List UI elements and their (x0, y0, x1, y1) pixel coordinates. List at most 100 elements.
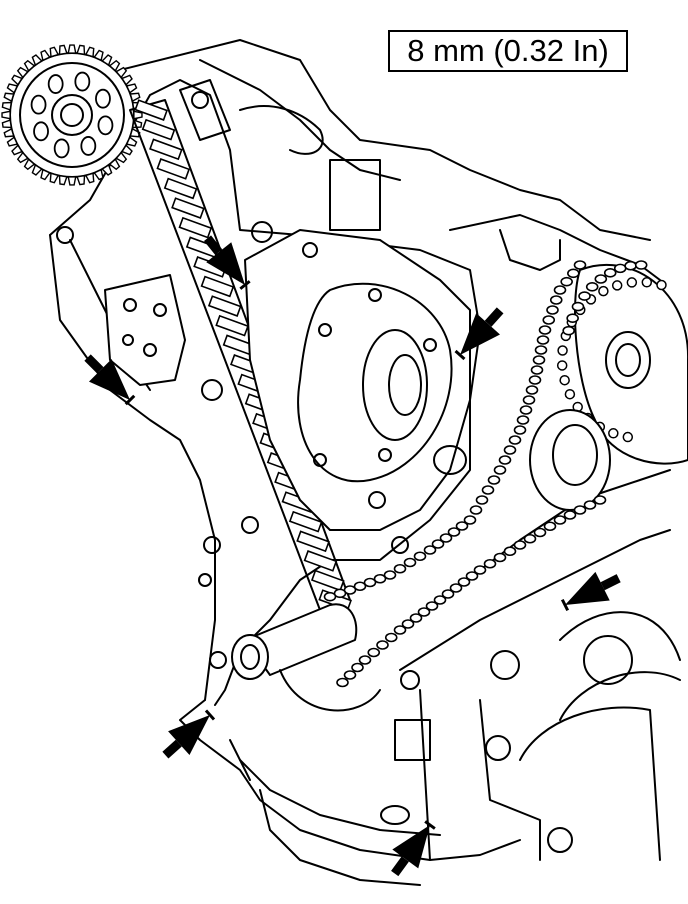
guide-link (303, 550, 338, 572)
sprocket-hole (30, 94, 47, 115)
chain-link (433, 595, 447, 605)
sprocket-tooth (101, 164, 113, 176)
mount-bolt (547, 827, 573, 853)
sprocket-tooth (11, 74, 23, 86)
center-cover-plate (244, 229, 471, 531)
sprocket-tooth (49, 172, 60, 184)
sprocket-tooth (11, 144, 23, 156)
chain-link (431, 539, 445, 549)
sprocket-tooth (6, 136, 19, 147)
pointer-arrow-icon (168, 715, 210, 755)
chain-link (513, 540, 527, 550)
sprocket-tooth (115, 66, 128, 79)
chain-link (585, 282, 599, 292)
cover-plate-seal-inner (388, 354, 422, 416)
sprocket-hole (80, 136, 97, 156)
chain-link (542, 315, 556, 325)
chain-link (553, 285, 567, 295)
idler-outer (529, 409, 611, 511)
arrow-shaft (600, 574, 621, 591)
chain-link (469, 505, 483, 515)
sprocket-tooth (108, 158, 121, 171)
arrow-target-mark (124, 394, 136, 406)
sprocket-hole (53, 138, 70, 159)
arrow-bottom (391, 820, 436, 877)
chain-link (455, 521, 469, 531)
pulley-boss (490, 650, 520, 680)
pump-bolt (123, 298, 137, 312)
cylinder-head-top-edge (119, 39, 651, 241)
chain-link (533, 527, 547, 538)
sprocket-hole (33, 121, 49, 142)
chain-link (498, 455, 512, 465)
sprocket-tooth (58, 174, 68, 186)
crank-snout-body (244, 603, 358, 676)
chain-link (475, 495, 489, 505)
cover-bolt (378, 448, 392, 462)
pump-bolt (143, 343, 157, 357)
chain-link (503, 546, 517, 557)
chain-link (560, 276, 573, 287)
cover-bolt (302, 242, 318, 258)
tensioner-bolt (400, 670, 420, 690)
crank-sprocket-arc (279, 669, 381, 712)
guide-upper-mount (179, 79, 231, 141)
chain-link (508, 435, 522, 445)
sprocket-tooth (3, 92, 15, 103)
guide-link (215, 314, 249, 337)
crank-snout-end (231, 634, 269, 680)
idler-bolt (433, 445, 467, 475)
chain-link (553, 515, 567, 525)
oil-pan-outline (179, 699, 521, 861)
oil-pump-plate (56, 221, 273, 669)
chain-link (634, 260, 648, 270)
sprocket-tooth (76, 174, 86, 186)
sprocket-tooth (129, 92, 141, 103)
chain-link (403, 557, 417, 568)
guide-link (296, 530, 330, 553)
chain-link (503, 445, 517, 455)
pointer-arrow-icon (460, 313, 500, 355)
arrow-target-mark (204, 709, 216, 721)
sprocket-holes (30, 71, 114, 159)
sprocket-tooth (133, 110, 143, 120)
chain-link (546, 305, 559, 315)
chain-link (367, 647, 381, 658)
cover-bolt (318, 323, 332, 337)
sprocket-tooth (1, 101, 13, 111)
dimension-label: 8 mm (0.32 In) (407, 33, 609, 68)
sprocket-tooth (31, 54, 43, 66)
sprocket-tooth (1, 119, 13, 129)
sprocket-tooth (125, 83, 138, 94)
chain-link (423, 545, 437, 555)
block-bolt (209, 651, 227, 669)
chain-link (487, 475, 501, 485)
arrow-target-mark (560, 598, 570, 612)
dowel-pin (391, 536, 409, 554)
chain-link (536, 335, 550, 345)
mount-bracket (479, 699, 541, 861)
chain-link (519, 405, 533, 415)
chain-link (583, 500, 597, 510)
engine-block (49, 39, 681, 886)
chain-link (463, 515, 477, 525)
arrow-target-mark (424, 820, 436, 830)
sprocket-tooth (84, 46, 95, 58)
chain-link (603, 268, 617, 278)
sprocket-hub (51, 94, 93, 136)
cylinder-head-inner-edge (199, 59, 401, 181)
sprocket-tooth (16, 66, 29, 79)
arrow-shaft (484, 307, 504, 327)
sprocket-hole (97, 115, 114, 136)
sprocket-tooth (23, 158, 36, 171)
guide-upper-bolt (191, 91, 209, 109)
chain-link (441, 589, 455, 599)
sprocket-tooth (76, 44, 86, 56)
right-timing-chain (323, 260, 648, 688)
pointer-arrow-icon (88, 358, 130, 400)
chain-link (493, 465, 507, 475)
cover-plate-bore (297, 282, 453, 483)
left-camshaft-sprocket (1, 44, 143, 186)
chain-link (358, 655, 372, 665)
chain-link (483, 558, 497, 569)
